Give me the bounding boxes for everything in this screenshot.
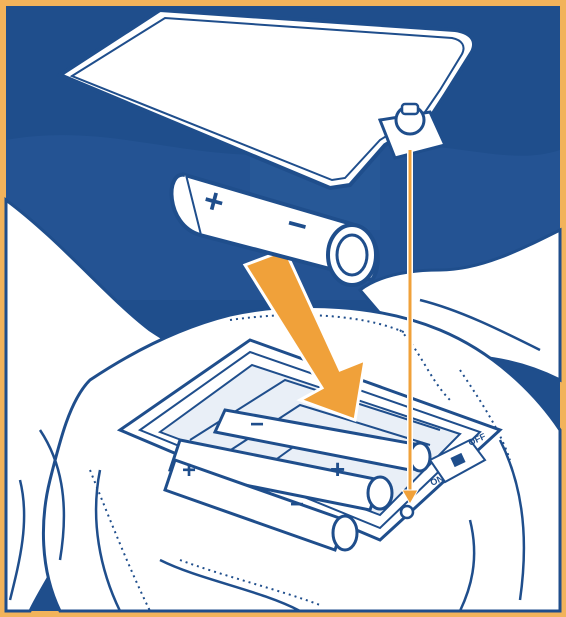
battery-3-plus-label: +	[182, 457, 196, 484]
battery-2-plus-label: +	[330, 454, 345, 484]
screw-hole	[401, 506, 413, 518]
battery-3-minus-label: −	[290, 491, 304, 518]
battery-1-minus-label: −	[250, 411, 264, 438]
